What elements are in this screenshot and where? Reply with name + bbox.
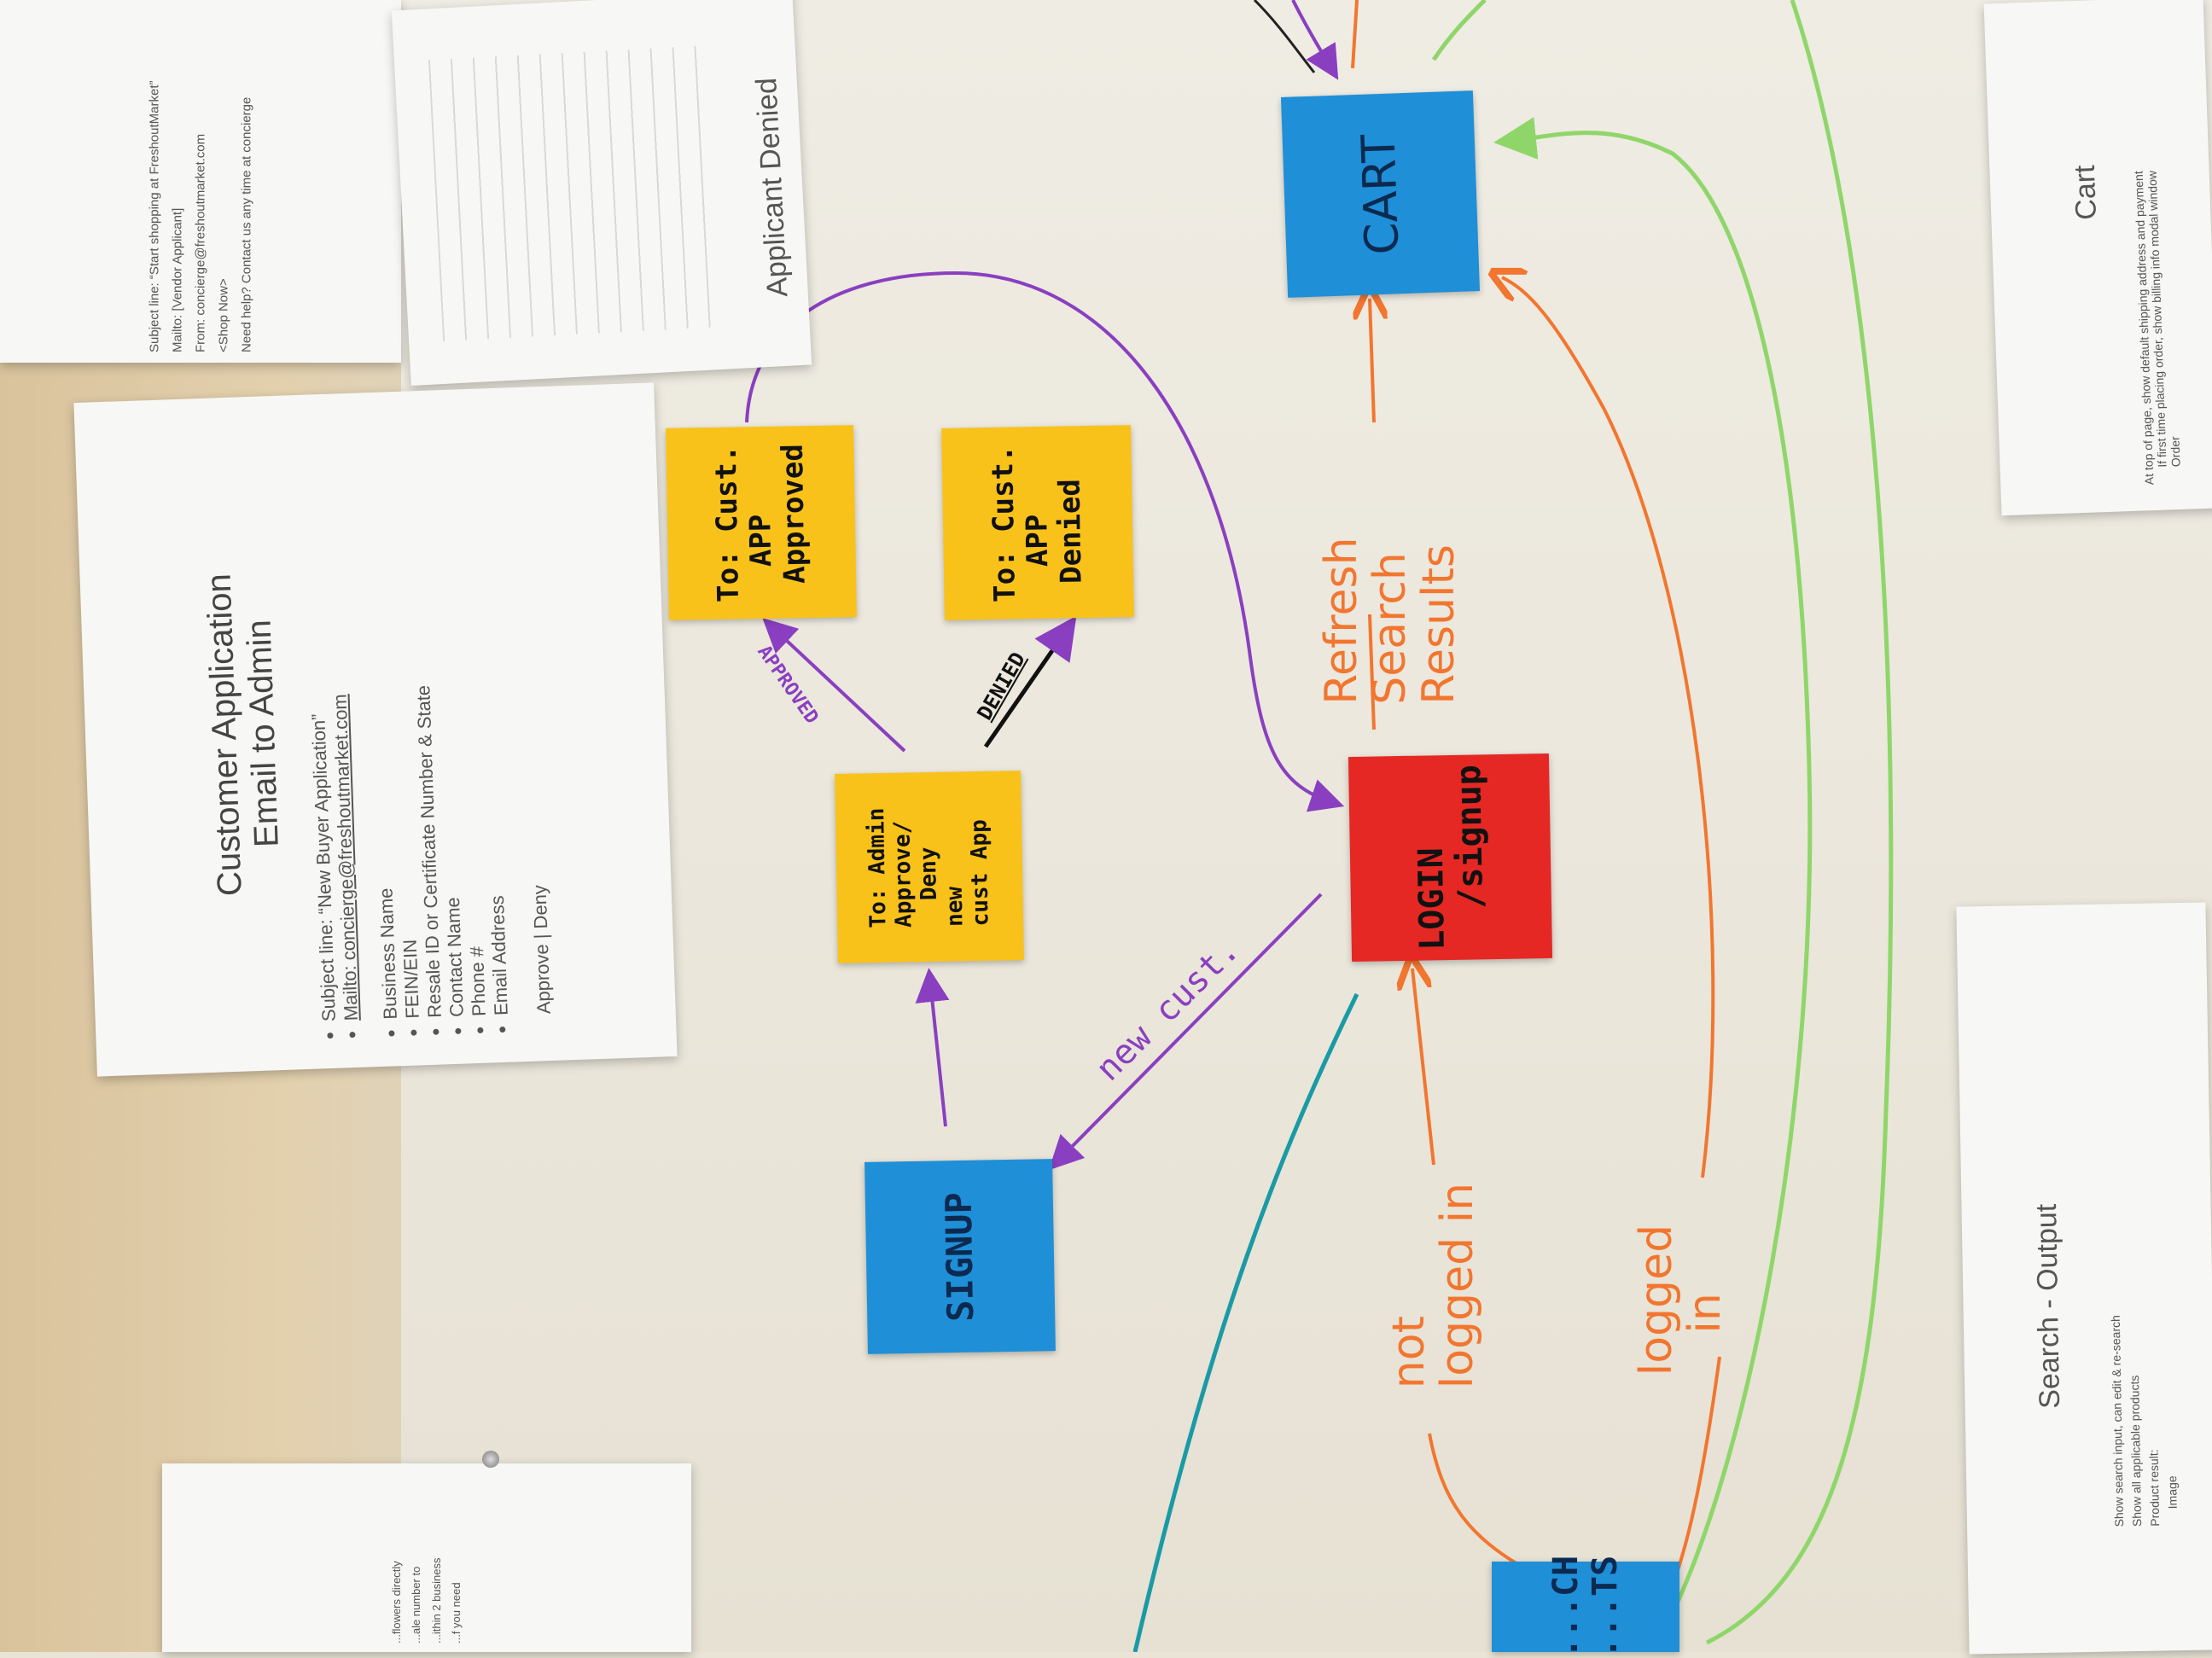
black-denied-arrow (983, 615, 1077, 748)
orange-logged-in-to-cart (1502, 277, 1715, 1178)
top-left-line-2: Mailto: [Vendor Applicant] (170, 207, 185, 352)
sticky-note-denied: To: Cust. APP Denied (941, 425, 1134, 620)
signup-note-text: SIGNUP (937, 1191, 982, 1322)
cart-paper-body: At top of page, show default shipping ad… (2126, 6, 2184, 486)
search-output-title: Search - Output (2029, 1203, 2067, 1410)
paper-customer-application: Customer Application Email to Admin Subj… (73, 382, 678, 1077)
orange-to-login (1412, 969, 1435, 1166)
customer-application-fields: Business Name FEIN/EIN Resale ID or Cert… (358, 401, 514, 1054)
cart-note-text: CART (1351, 132, 1409, 256)
bottom-left-line-2: ...ale number to (410, 1566, 423, 1643)
top-left-line-3: From: concierge@freshoutmarket.com (193, 133, 208, 352)
denied-note-text: To: Cust. APP Denied (985, 444, 1090, 602)
green-line-top (1431, 0, 1487, 61)
purple-approved-to-login (745, 271, 1345, 812)
sticky-note-login: LOGIN /signup (1348, 753, 1553, 963)
bottom-left-line-3: ...ithin 2 business (430, 1557, 443, 1643)
purple-line-top (1291, 0, 1339, 80)
top-left-line-5: Need help? Contact us any time at concie… (239, 96, 254, 352)
bottom-left-line-4: ...f you need (450, 1581, 463, 1643)
purple-login-to-signup (1048, 893, 1323, 1171)
sticky-note-admin: To: Admin Approve/ Deny new cust App (835, 771, 1024, 963)
label-logged-in: logged in (1630, 1224, 1731, 1376)
bottom-left-line-1: ...flowers directly (390, 1560, 404, 1643)
label-not-logged-in: not logged in (1382, 1182, 1483, 1389)
sticky-note-approved: To: Cust. APP Approved (666, 425, 857, 620)
orange-line-top (1351, 0, 1359, 69)
paper-top-left: Subject line: “Start shopping at Freshou… (0, 0, 401, 363)
search-output-body: Show search input, can edit & re-search … (2104, 1167, 2182, 1527)
paper-search-output: Search - Output Show search input, can e… (1956, 902, 2212, 1655)
paper-cart: Cart At top of page, show default shippi… (1983, 0, 2212, 516)
applicant-denied-title: Applicant Denied (750, 77, 795, 298)
black-line-top (1253, 0, 1316, 73)
customer-application-bullets-top: Subject line: “New Buyer Application” Ma… (297, 406, 364, 1056)
sticky-note-search-results: ...CH ...TS (1492, 1556, 1679, 1658)
teal-line (1132, 992, 1359, 1652)
orange-refresh-up (1370, 299, 1374, 423)
pushpin (482, 1451, 499, 1468)
purple-signup-to-admin (915, 968, 950, 1127)
approved-note-text: To: Cust. APP Approved (708, 443, 813, 602)
purple-approved-arrow (762, 618, 906, 753)
admin-note-text: To: Admin Approve/ Deny new cust App (864, 807, 994, 928)
orange-not-logged-bottom (1428, 1433, 1528, 1572)
orange-refresh-to-cart (1368, 614, 1376, 730)
paper-applicant-denied: Applicant Denied (391, 0, 812, 386)
green-line-outer (1705, 0, 1894, 1645)
top-left-line-4: <Shop Now> (216, 277, 231, 352)
cart-paper-title: Cart (2068, 164, 2104, 221)
login-note-text: LOGIN /signup (1411, 764, 1492, 951)
paper-bottom-left: ...flowers directly ...ale number to ...… (162, 1463, 691, 1652)
top-left-line-1: Subject line: “Start shopping at Freshou… (147, 80, 162, 352)
customer-application-actions: Approve | Deny (528, 884, 555, 1015)
green-line-inner (1493, 117, 1813, 1614)
sticky-note-cart: CART (1280, 90, 1481, 298)
search-results-note-text: ...CH ...TS (1546, 1555, 1625, 1658)
label-refresh-search-results: Refresh Search Results (1316, 537, 1465, 705)
sticky-note-signup: SIGNUP (864, 1159, 1056, 1354)
applicant-denied-body (428, 45, 725, 341)
